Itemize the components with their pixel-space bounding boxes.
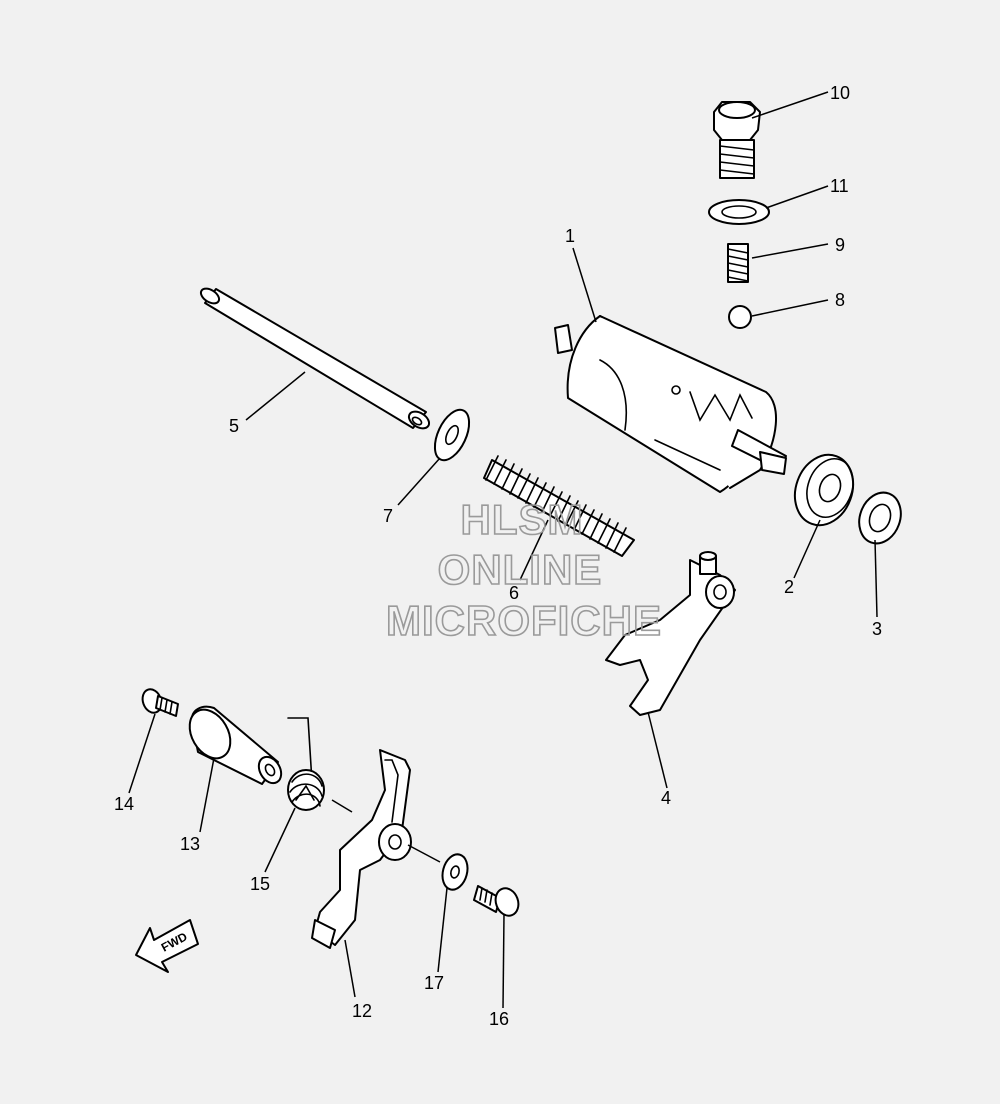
callout-17: 17 [424,973,444,993]
callout-9: 9 [835,235,845,255]
part-15-torsion-spring [287,717,325,811]
callout-13: 13 [180,834,200,854]
part-10-bolt [713,101,761,179]
callout-5: 5 [229,416,239,436]
watermark-line-3: MICROFICHE [386,597,662,644]
part-5-guide-bar [199,287,431,430]
callout-11: 11 [830,176,849,196]
part-2-bearing [793,453,855,527]
fwd-arrow-icon: FWD [135,919,199,973]
callout-12: 12 [352,1001,372,1021]
part-4-shift-fork [605,551,736,716]
part-7-washer [433,408,471,462]
callout-numbers: 1 2 3 4 5 6 7 8 9 10 11 12 13 14 15 16 1… [114,83,882,1029]
watermark: HLSM ONLINE MICROFICHE [385,495,662,645]
callout-7: 7 [383,506,393,526]
part-12-shift-lever [311,749,412,949]
callout-16: 16 [489,1009,509,1029]
callout-8: 8 [835,290,845,310]
callout-2: 2 [784,577,794,597]
part-11-gasket [708,199,770,225]
part-16-bolt [473,885,520,917]
part-3-oil-seal [858,491,902,545]
callout-3: 3 [872,619,882,639]
part-9-spring [727,243,749,283]
part-8-ball [728,305,752,329]
part-6-spring [483,455,635,557]
callout-10: 10 [830,83,850,103]
part-17-washer [441,853,469,891]
callout-4: 4 [661,788,671,808]
leader-lines [128,91,878,1009]
callout-1: 1 [565,226,575,246]
part-1-shift-drum [554,315,787,493]
watermark-line-2: ONLINE [438,546,603,593]
callout-6: 6 [509,583,519,603]
part-13-collar [188,705,283,785]
watermark-line-1: HLSM [461,496,584,543]
part-14-bolt [141,688,179,717]
callout-14: 14 [114,794,134,814]
callout-15: 15 [250,874,270,894]
